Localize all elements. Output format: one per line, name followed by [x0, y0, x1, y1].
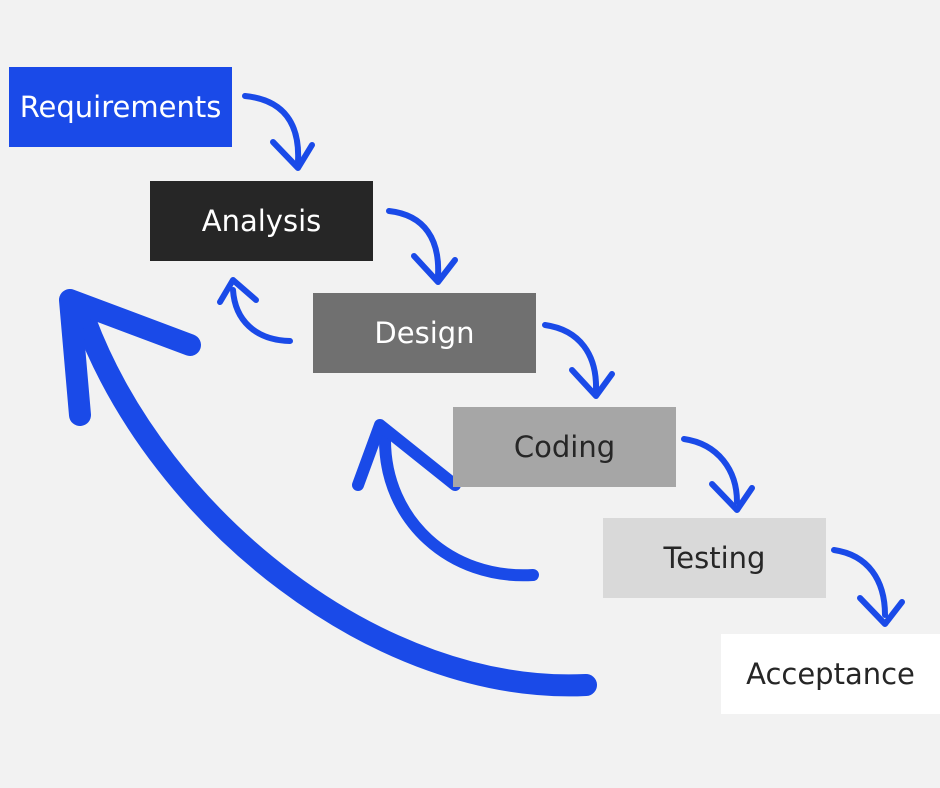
stage-acceptance: Acceptance — [721, 634, 940, 714]
stage-label: Requirements — [19, 90, 222, 124]
stage-testing: Testing — [603, 518, 826, 598]
arrow-design-to-coding — [542, 322, 615, 399]
stage-label: Coding — [513, 430, 616, 464]
arrow-coding-to-testing — [681, 436, 755, 513]
stage-label: Analysis — [201, 204, 322, 238]
stage-coding: Coding — [453, 407, 676, 487]
stage-label: Design — [374, 316, 475, 350]
arrow-requirements-to-analysis — [242, 93, 315, 171]
arrow-testing-to-design — [352, 419, 539, 582]
arrow-testing-to-acceptance — [831, 547, 905, 627]
arrow-design-to-analysis — [217, 277, 293, 344]
stage-label: Acceptance — [746, 657, 915, 691]
stage-requirements: Requirements — [9, 67, 232, 147]
stage-label: Testing — [663, 541, 766, 575]
stage-analysis: Analysis — [150, 181, 373, 261]
stage-design: Design — [313, 293, 536, 373]
arrow-analysis-to-design — [386, 208, 458, 285]
arrow-acceptance-to-requirements — [59, 289, 597, 697]
